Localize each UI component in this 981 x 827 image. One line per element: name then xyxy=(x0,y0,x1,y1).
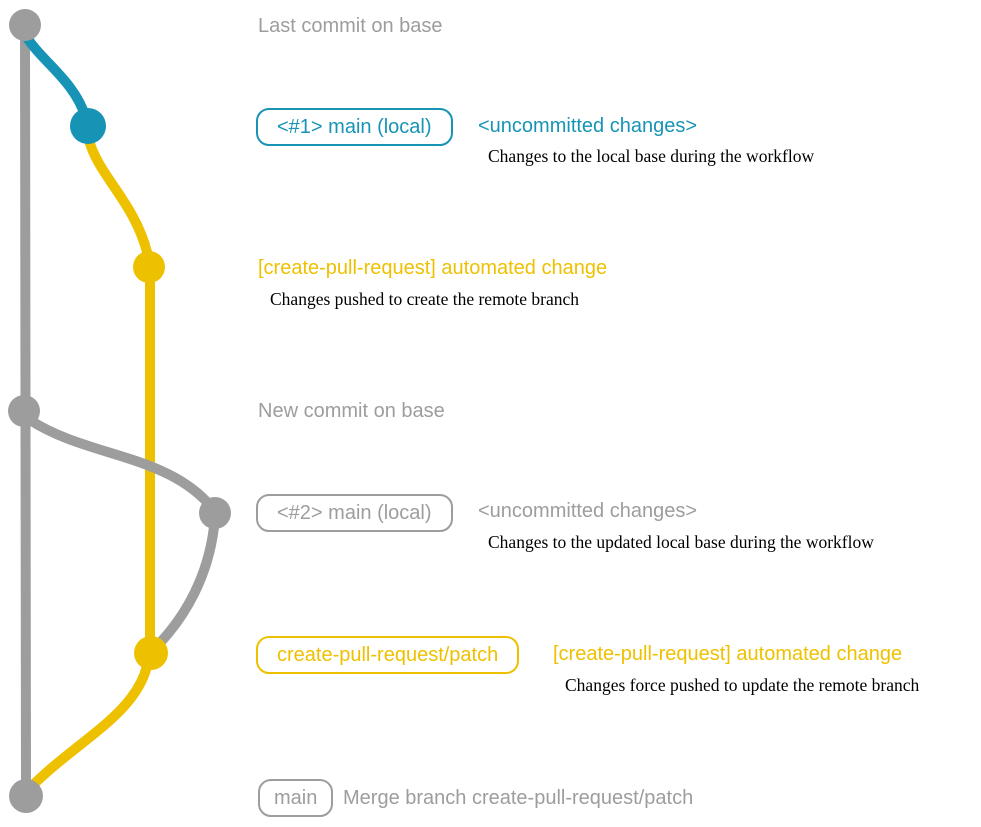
pr-branch-badge: create-pull-request/patch xyxy=(256,636,520,674)
local-main-2-badge: <#2> main (local) xyxy=(256,494,453,532)
merge-curve xyxy=(24,661,152,794)
uncommitted-changes-1-label: <uncommitted changes> xyxy=(478,115,698,137)
local-main-2-upper-curve xyxy=(25,415,212,507)
uncommitted-changes-2-label: <uncommitted changes> xyxy=(478,500,698,522)
local-main-1-branch-line xyxy=(21,31,91,123)
commit-node-new-base xyxy=(8,395,40,427)
commit-node-pr-1 xyxy=(133,251,165,283)
main-badge: main xyxy=(258,779,334,817)
local-main-2-lower-curve xyxy=(152,522,219,651)
new-commit-label: New commit on base xyxy=(258,400,445,422)
last-commit-label: Last commit on base xyxy=(258,15,443,37)
automated-change-1-label: [create-pull-request] automated change xyxy=(258,257,608,279)
automated-change-2-label: [create-pull-request] automated change xyxy=(553,643,903,665)
automated-change-2-caption: Changes force pushed to update the remot… xyxy=(565,675,920,695)
uncommitted-changes-1-caption: Changes to the local base during the wor… xyxy=(488,146,815,166)
commit-node-merge xyxy=(9,779,43,813)
commit-node-local-main-1 xyxy=(70,108,106,144)
pr-branch-upper-curve xyxy=(84,135,152,257)
commit-node-pr-2 xyxy=(134,636,168,670)
local-main-1-badge: <#1> main (local) xyxy=(256,108,453,146)
commit-node-last-base xyxy=(9,9,41,41)
automated-change-1-caption: Changes pushed to create the remote bran… xyxy=(270,289,580,309)
merge-commit-label: Merge branch create-pull-request/patch xyxy=(343,787,694,809)
uncommitted-changes-2-caption: Changes to the updated local base during… xyxy=(488,532,874,552)
commit-node-local-main-2 xyxy=(199,497,231,529)
